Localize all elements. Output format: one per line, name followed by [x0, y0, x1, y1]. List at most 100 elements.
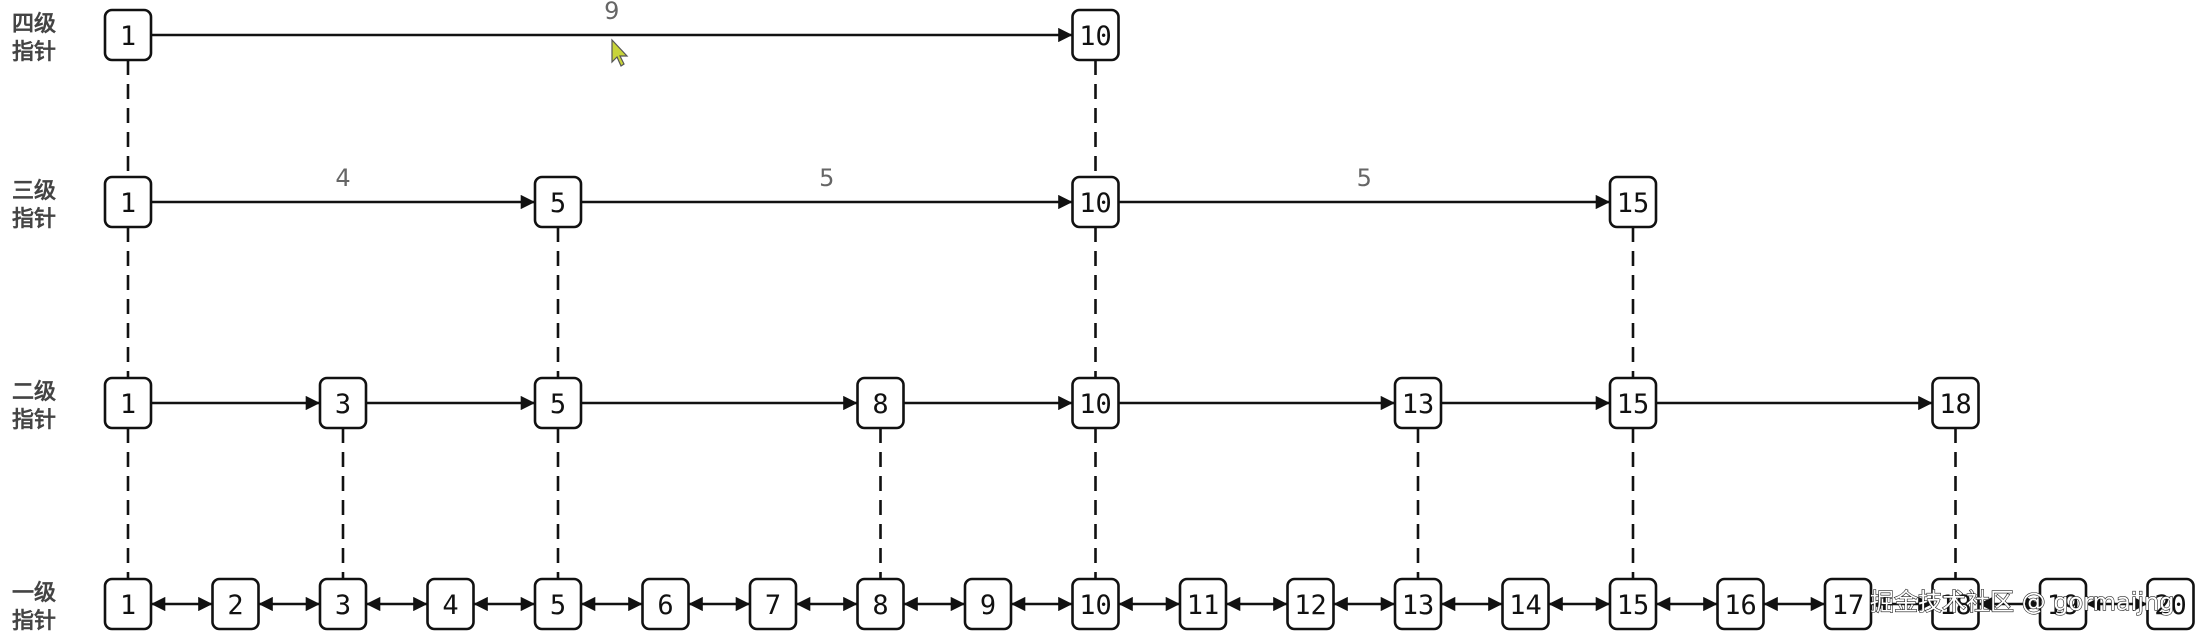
level-label-line2: 指针 [12, 206, 56, 232]
node-13: 13 [1393, 577, 1443, 631]
node-1: 1 [103, 577, 153, 631]
node-box [1931, 376, 1980, 430]
node-19: 19 [2038, 577, 2088, 631]
node-box [2038, 577, 2088, 631]
node-18: 18 [1931, 577, 1980, 631]
node-20: 20 [2146, 577, 2195, 631]
node-box [2146, 577, 2195, 631]
node-2: 2 [211, 577, 260, 631]
level-label-line2: 指针 [12, 39, 56, 65]
node-9: 9 [963, 577, 1013, 631]
span-label: 4 [335, 164, 350, 192]
node-box [1716, 577, 1765, 631]
node-box [103, 175, 153, 229]
node-value: 1 [120, 188, 136, 219]
node-value: 10 [1079, 389, 1112, 420]
node-13: 13 [1393, 376, 1443, 430]
node-box [1931, 577, 1980, 631]
node-value: 1 [120, 590, 136, 621]
node-10: 10 [1071, 175, 1120, 229]
node-17: 17 [1823, 577, 1873, 631]
node-value: 14 [1509, 590, 1542, 621]
node-8: 8 [856, 376, 905, 430]
node-value: 1 [120, 389, 136, 420]
node-box [1608, 577, 1658, 631]
level-label-line1: 二级 [12, 379, 56, 405]
node-value: 19 [2047, 590, 2080, 621]
node-value: 4 [442, 590, 458, 621]
node-value: 15 [1617, 590, 1650, 621]
node-5: 5 [533, 175, 583, 229]
node-15: 15 [1608, 577, 1658, 631]
node-value: 18 [1939, 389, 1972, 420]
level-label-line2: 指针 [12, 608, 56, 634]
node-value: 2 [227, 590, 243, 621]
node-1: 1 [103, 376, 153, 430]
node-box [1071, 376, 1120, 430]
node-box [426, 577, 475, 631]
node-15: 15 [1608, 175, 1658, 229]
node-box [856, 376, 905, 430]
node-box [1071, 175, 1120, 229]
node-value: 7 [765, 590, 781, 621]
node-box [1071, 577, 1120, 631]
vertical-links [126, 60, 1957, 579]
node-value: 1 [120, 21, 136, 52]
level-label-line2: 指针 [12, 407, 56, 433]
node-value: 8 [872, 389, 888, 420]
level-label-line1: 四级 [12, 11, 56, 37]
node-12: 12 [1286, 577, 1335, 631]
node-value: 5 [550, 188, 566, 219]
node-value: 18 [1939, 590, 1972, 621]
node-box [1608, 175, 1658, 229]
node-box [533, 577, 583, 631]
node-3: 3 [318, 376, 368, 430]
node-16: 16 [1716, 577, 1765, 631]
node-11: 11 [1178, 577, 1228, 631]
node-value: 9 [980, 590, 996, 621]
node-value: 5 [550, 590, 566, 621]
watermark-text: 掘金技术社区 @ gormaijng [1870, 588, 2175, 616]
node-value: 11 [1187, 590, 1220, 621]
node-4: 4 [426, 577, 475, 631]
node-box [103, 8, 153, 62]
node-value: 8 [872, 590, 888, 621]
level-label-line1: 三级 [12, 178, 56, 204]
node-5: 5 [533, 577, 583, 631]
node-box [856, 577, 905, 631]
node-6: 6 [641, 577, 690, 631]
node-10: 10 [1071, 8, 1120, 62]
node-box [1286, 577, 1335, 631]
node-7: 7 [748, 577, 798, 631]
node-value: 10 [1079, 188, 1112, 219]
node-box [211, 577, 260, 631]
node-1: 1 [103, 8, 153, 62]
node-10: 10 [1071, 577, 1120, 631]
node-box [1178, 577, 1228, 631]
node-value: 20 [2154, 590, 2187, 621]
node-box [641, 577, 690, 631]
span-label: 5 [819, 164, 834, 192]
node-box [1393, 376, 1443, 430]
node-value: 15 [1617, 188, 1650, 219]
node-value: 5 [550, 389, 566, 420]
node-1: 1 [103, 175, 153, 229]
node-value: 13 [1402, 389, 1435, 420]
node-box [1823, 577, 1873, 631]
span-label: 5 [1357, 164, 1372, 192]
node-5: 5 [533, 376, 583, 430]
node-value: 10 [1079, 590, 1112, 621]
node-box [103, 577, 153, 631]
node-box [533, 175, 583, 229]
node-box [318, 577, 368, 631]
node-3: 3 [318, 577, 368, 631]
node-value: 6 [657, 590, 673, 621]
node-box [1608, 376, 1658, 430]
node-8: 8 [856, 577, 905, 631]
node-value: 12 [1294, 590, 1327, 621]
node-10: 10 [1071, 376, 1120, 430]
